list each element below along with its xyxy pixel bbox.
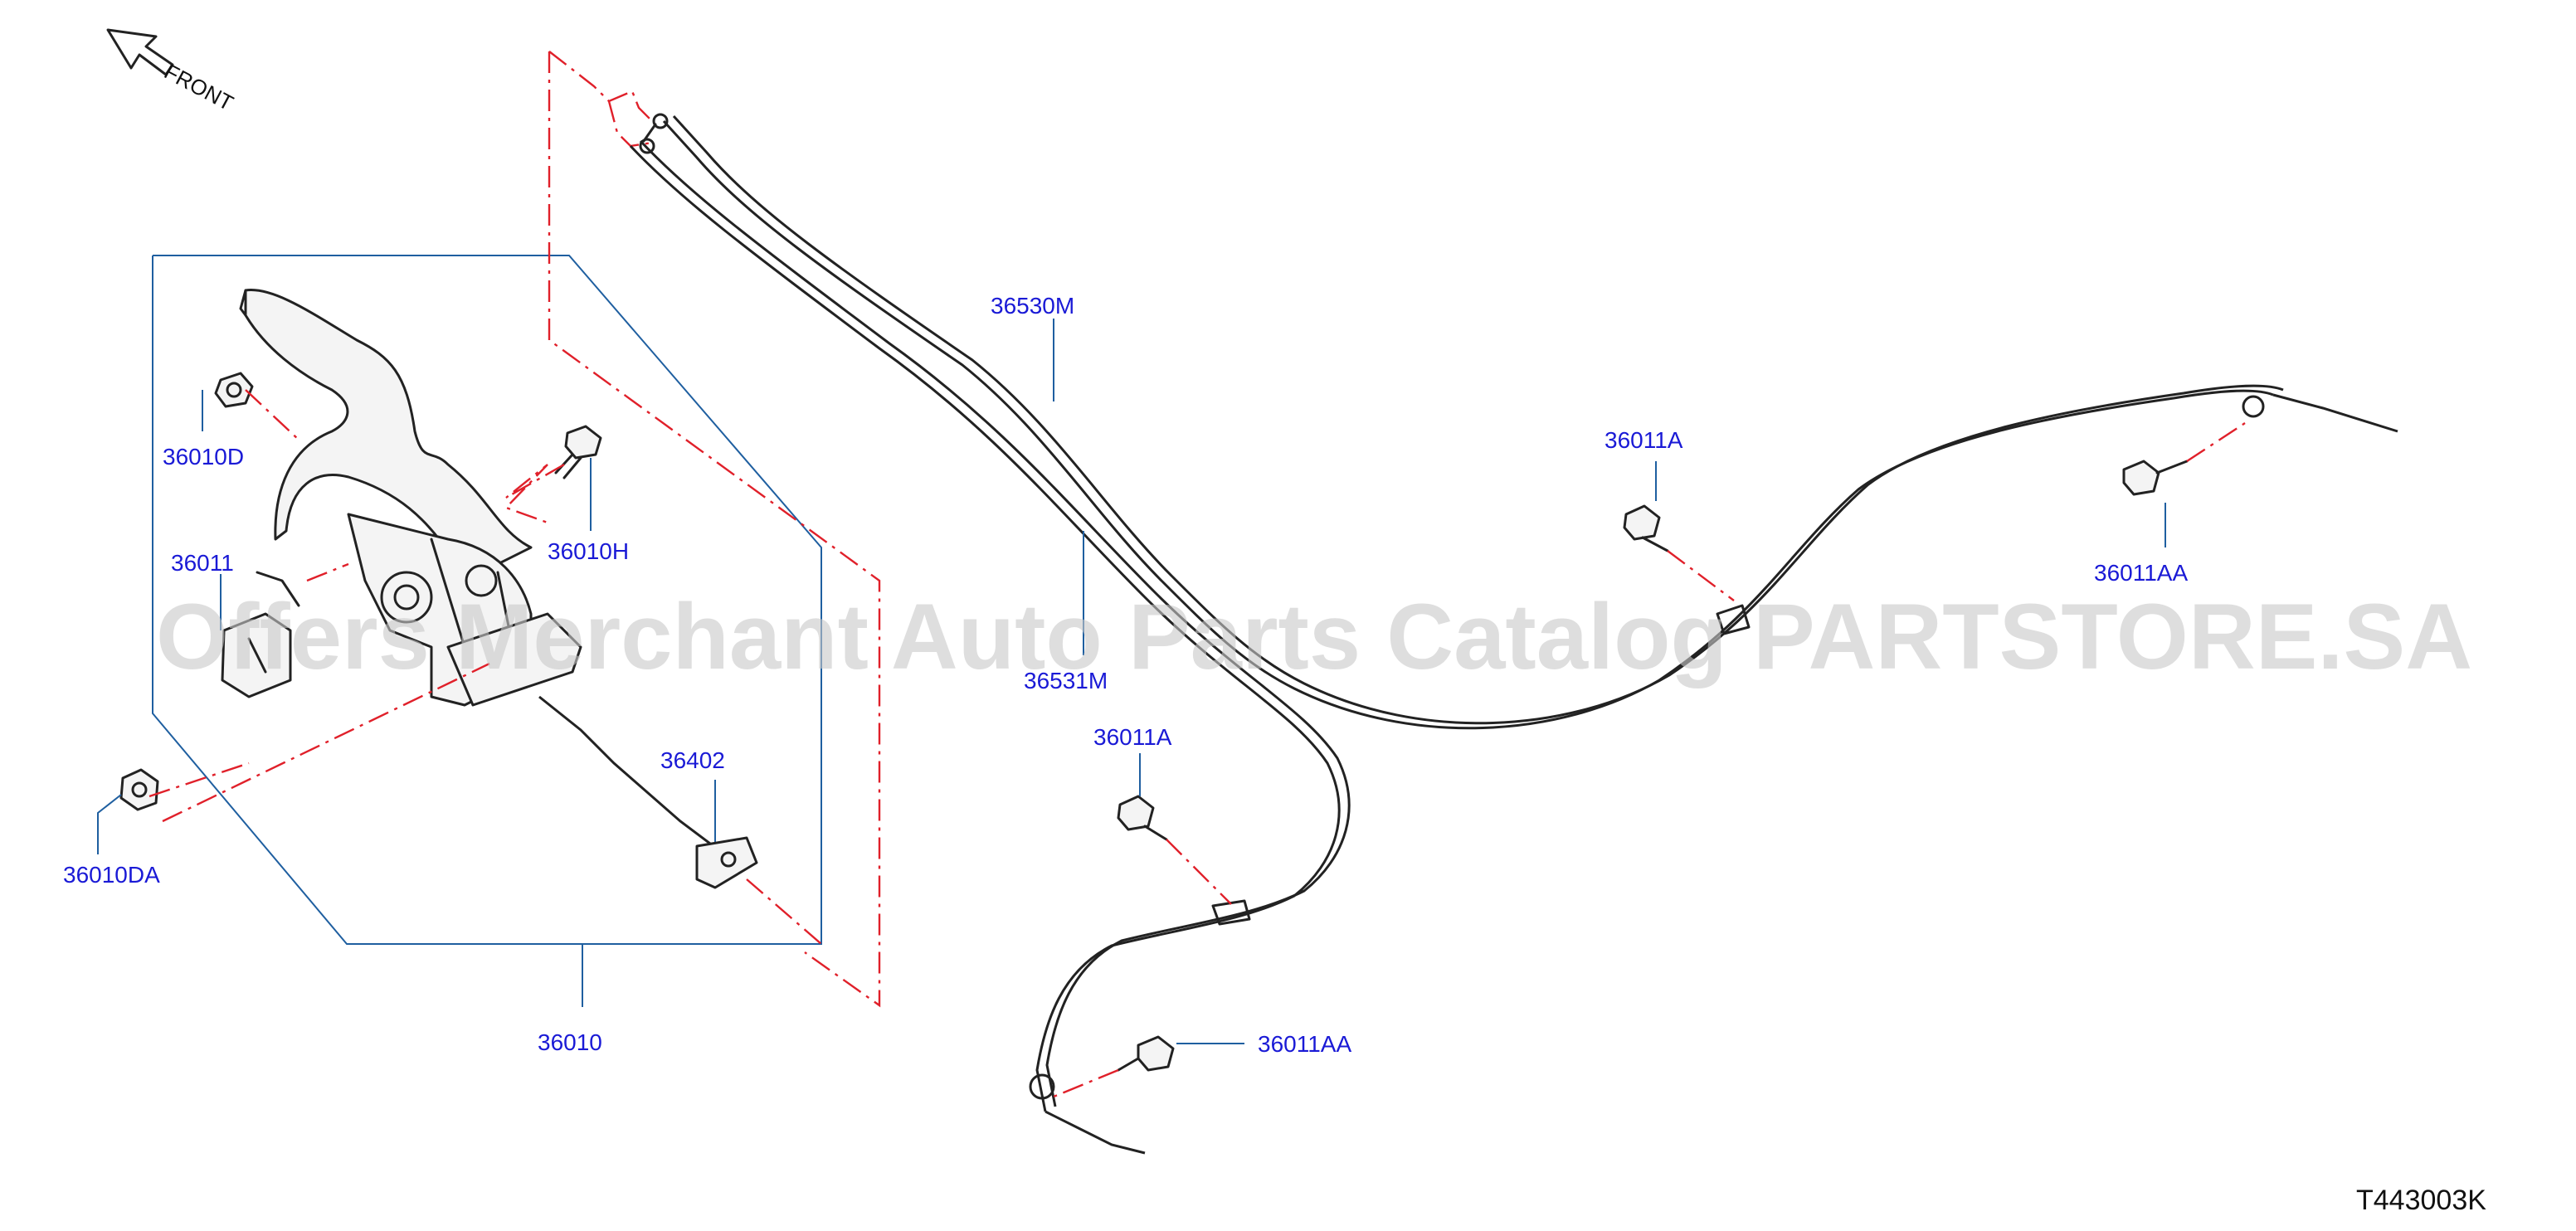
callout-36010H[interactable]: 36010H xyxy=(548,538,629,564)
callout-36011A-mid[interactable]: 36011A xyxy=(1093,724,1172,750)
callout-36531M[interactable]: 36531M xyxy=(1024,668,1108,693)
bolt-36011AA-bottom-icon xyxy=(1117,1035,1175,1072)
callout-36010D[interactable]: 36010D xyxy=(163,444,244,470)
bolt-36011A-mid-icon xyxy=(1117,795,1168,841)
front-arrow-icon xyxy=(106,28,174,76)
callout-36011[interactable]: 36011 xyxy=(171,550,234,576)
bolt-36010H-icon xyxy=(554,425,602,479)
callout-36402[interactable]: 36402 xyxy=(660,747,725,773)
callout-36011AA-right[interactable]: 36011AA xyxy=(2094,560,2188,586)
callout-36011AA-bottom[interactable]: 36011AA xyxy=(1258,1031,1351,1057)
front-label: FRONT xyxy=(160,59,237,116)
watermark: Offers Merchant Auto Parts Catalog PARTS… xyxy=(156,585,2472,688)
cable-36530M xyxy=(642,113,2398,730)
bolt-36011AA-right-icon xyxy=(2122,460,2189,496)
callout-36530M[interactable]: 36530M xyxy=(991,293,1074,319)
phantom-plane xyxy=(548,51,881,1008)
callout-36010DA[interactable]: 36010DA xyxy=(63,862,160,888)
cable-36531M xyxy=(629,138,1351,1155)
nut-36010DA-icon xyxy=(119,768,159,811)
nut-36010D-icon xyxy=(214,372,254,408)
cable-36402 xyxy=(538,695,822,945)
assembly-outline xyxy=(152,255,822,945)
callout-36011A-top[interactable]: 36011A xyxy=(1605,427,1683,453)
parking-brake-lever xyxy=(221,289,582,707)
diagram-code: T443003K xyxy=(2356,1185,2486,1216)
callout-36010[interactable]: 36010 xyxy=(538,1029,602,1055)
bolt-36011A-top-icon xyxy=(1623,504,1669,552)
